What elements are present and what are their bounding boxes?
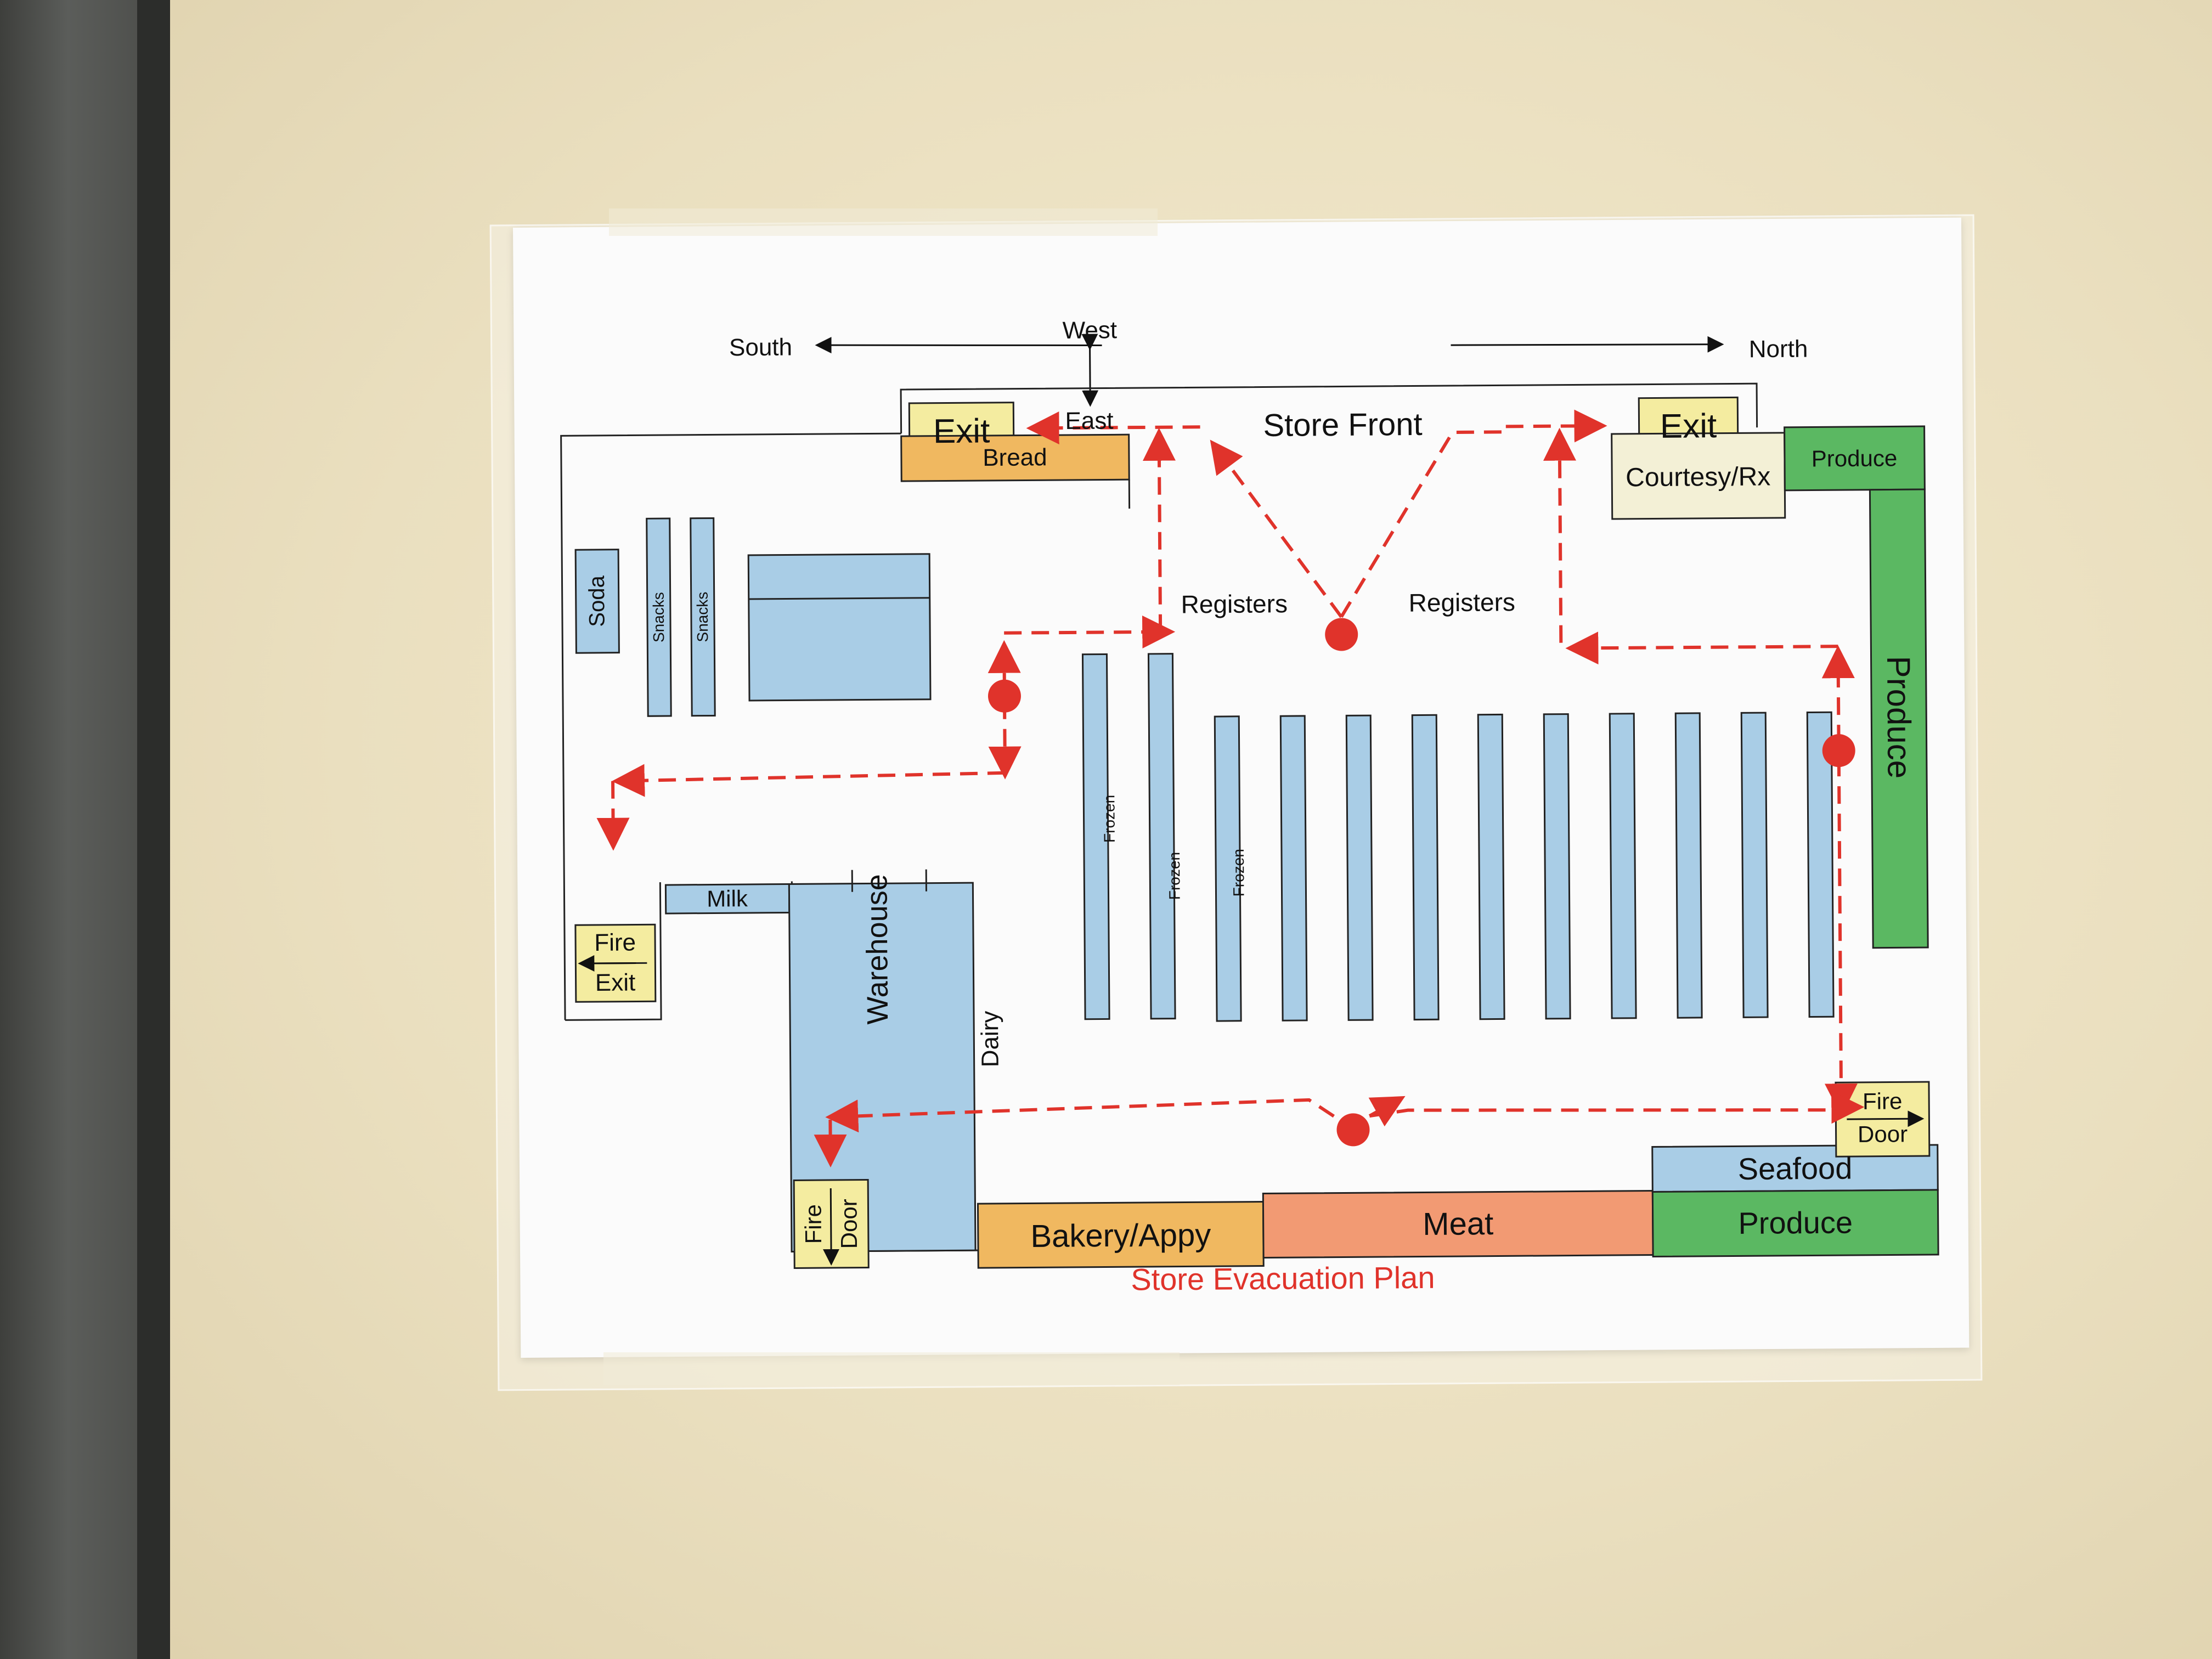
fire-exit-label-1: Fire: [594, 929, 636, 956]
snacks-shelf-1: [646, 517, 672, 717]
aisle-12: [1806, 711, 1835, 1018]
compass-west-label: West: [1062, 317, 1118, 345]
warehouse-label: Warehouse: [860, 874, 895, 1025]
center-fixture: [747, 553, 932, 702]
dairy-label: Dairy: [976, 1011, 1004, 1068]
map-title: Store Evacuation Plan: [1131, 1260, 1435, 1297]
snacks-shelf-2: [690, 517, 716, 717]
fire-door-right-label-2: Door: [1857, 1121, 1908, 1147]
produce-top-section: [1784, 425, 1926, 492]
meat-label: Meat: [1423, 1206, 1494, 1242]
produce-top-label: Produce: [1811, 445, 1898, 472]
produce-bottom-section: [1651, 1189, 1939, 1258]
aisle-10: [1674, 712, 1703, 1019]
produce-side-section: [1869, 488, 1929, 949]
route-dot-registers: [1325, 618, 1358, 651]
frozen-label-1: Frozen: [1101, 794, 1118, 843]
evacuation-map-sheet: West East South North Store Front Exit E…: [513, 217, 1970, 1358]
exit-left-label: Exit: [933, 412, 990, 451]
soda-shelf: [574, 549, 620, 654]
registers-left-label: Registers: [1181, 589, 1288, 619]
aisle-11: [1740, 712, 1769, 1018]
bread-label: Bread: [983, 444, 1047, 472]
registers-right-label: Registers: [1408, 588, 1516, 617]
seafood-label: Seafood: [1737, 1150, 1853, 1186]
compass: [815, 334, 1724, 407]
produce-side-label: Produce: [1880, 656, 1918, 779]
compass-east-label: East: [1065, 407, 1114, 435]
tape-top: [609, 208, 1158, 236]
produce-bottom-label: Produce: [1738, 1205, 1853, 1240]
floor-plan: [560, 334, 1939, 1269]
aisle-6: [1411, 714, 1440, 1021]
door-edge: [137, 0, 170, 1659]
soda-label: Soda: [584, 575, 610, 627]
aisle-8: [1543, 713, 1571, 1020]
route-dot-bottom: [1336, 1113, 1370, 1147]
bread-section: [900, 433, 1130, 482]
aisle-group: [1081, 653, 1835, 1022]
store-front-label: Store Front: [1263, 406, 1423, 443]
fire-exit-label-2: Exit: [595, 969, 636, 996]
route-dot-right: [1822, 734, 1855, 768]
aisle-4: [1279, 715, 1308, 1022]
exit-right-label: Exit: [1660, 407, 1717, 445]
aisle-7: [1477, 713, 1505, 1020]
bakery-label: Bakery/Appy: [1030, 1217, 1211, 1254]
frozen-label-3: Frozen: [1229, 849, 1248, 897]
courtesy-label: Courtesy/Rx: [1626, 462, 1771, 493]
fire-door-bottom-label-2: Door: [836, 1199, 862, 1249]
aisle-5: [1345, 714, 1374, 1021]
route-markers: [988, 618, 1855, 1147]
tape-bottom: [603, 1352, 1180, 1385]
fire-door-bottom-label-1: Fire: [800, 1204, 826, 1244]
aisle-1: [1081, 653, 1110, 1020]
aisle-9: [1609, 713, 1637, 1019]
aisle-3: [1214, 715, 1242, 1022]
snacks-label-2: Snacks: [693, 591, 712, 642]
aisle-2: [1147, 653, 1176, 1020]
milk-label: Milk: [707, 885, 748, 912]
compass-north-label: North: [1748, 335, 1808, 363]
compass-south-label: South: [729, 334, 793, 362]
route-dot-left: [988, 679, 1021, 713]
frozen-label-2: Frozen: [1165, 851, 1183, 900]
snacks-label-1: Snacks: [650, 592, 668, 643]
fire-door-right-label-1: Fire: [1862, 1088, 1903, 1114]
